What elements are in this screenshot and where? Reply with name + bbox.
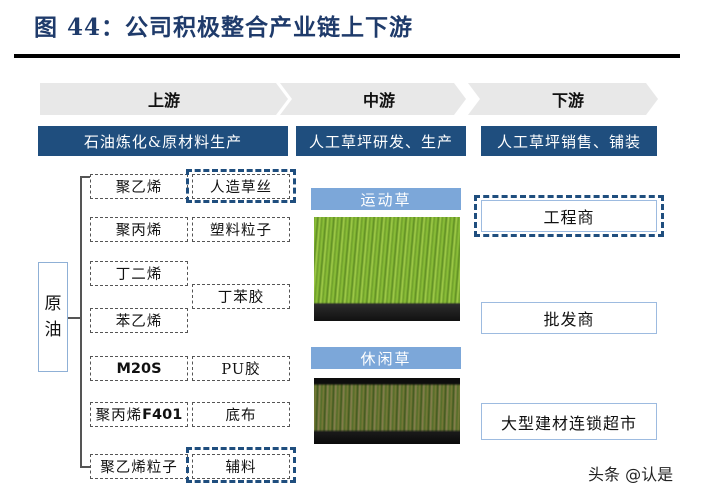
leisure-turf-caption: 休闲草 bbox=[311, 347, 461, 369]
root-char-2: 油 bbox=[44, 320, 62, 340]
material-butadiene: 丁二烯 bbox=[90, 261, 188, 286]
m20s-label: M20S bbox=[116, 360, 162, 377]
stage-upstream-arrow: 上游 bbox=[40, 83, 288, 115]
title-divider bbox=[14, 54, 680, 58]
channel-contractors: 工程商 bbox=[481, 200, 657, 232]
material-polyethylene: 聚乙烯 bbox=[90, 174, 188, 199]
material-auxiliary: 辅料 bbox=[192, 454, 290, 479]
material-pu-adhesive: PU胶 bbox=[192, 356, 290, 381]
material-artificial-grass-yarn: 人造草丝 bbox=[192, 174, 290, 199]
f401-prefix: 聚丙烯 bbox=[95, 408, 143, 424]
sports-turf-photo bbox=[314, 217, 460, 321]
midstream-category-band: 人工草坪研发、生产 bbox=[296, 126, 466, 156]
branch-bottom bbox=[80, 466, 90, 468]
crude-oil-root-box: 原 油 bbox=[38, 262, 68, 372]
upstream-category-band: 石油炼化&原材料生产 bbox=[38, 126, 288, 156]
stage-midstream-arrow: 中游 bbox=[280, 83, 466, 115]
root-connector bbox=[68, 317, 81, 319]
tree-trunk-line bbox=[80, 176, 82, 467]
channel-wholesalers: 批发商 bbox=[481, 302, 657, 334]
sports-turf-caption: 运动草 bbox=[311, 188, 461, 210]
material-styrene: 苯乙烯 bbox=[90, 308, 188, 333]
branch-top bbox=[80, 176, 90, 178]
stage-downstream-arrow: 下游 bbox=[468, 83, 658, 115]
highlight-contractors bbox=[474, 195, 664, 237]
channel-building-materials-chains: 大型建材连锁超市 bbox=[481, 403, 657, 440]
highlight-artificial-grass-yarn bbox=[186, 169, 296, 203]
material-backing-fabric: 底布 bbox=[192, 402, 290, 427]
leisure-turf-photo bbox=[314, 378, 460, 444]
watermark: 头条 @认是 bbox=[588, 465, 674, 484]
root-char-1: 原 bbox=[44, 294, 62, 314]
material-polypropylene: 聚丙烯 bbox=[90, 217, 188, 242]
downstream-category-band: 人工草坪销售、铺装 bbox=[481, 126, 657, 156]
figure-title: 图 44：公司积极整合产业链上下游 bbox=[34, 14, 414, 41]
material-m20s: M20S bbox=[90, 356, 188, 381]
highlight-auxiliary-materials bbox=[186, 447, 296, 483]
material-polyethylene-pellets: 聚乙烯粒子 bbox=[90, 454, 188, 479]
material-plastic-pellets: 塑料粒子 bbox=[192, 217, 290, 242]
material-sbr-latex: 丁苯胶 bbox=[192, 284, 290, 309]
f401-suffix: F401 bbox=[142, 406, 183, 423]
